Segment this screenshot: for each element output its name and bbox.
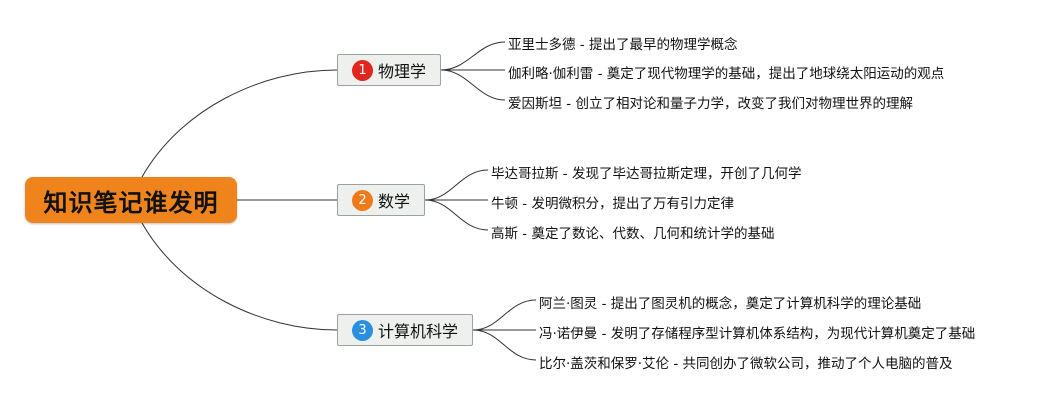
topic-math-label: 数学: [378, 192, 411, 211]
number-badge-3: 3: [352, 319, 373, 341]
topic-physics[interactable]: 1 物理学: [337, 54, 441, 86]
leaf-physics-3[interactable]: 爱因斯坦 - 创立了相对论和量子力学，改变了我们对物理世界的理解: [508, 96, 913, 112]
central-topic[interactable]: 知识笔记谁发明: [25, 177, 237, 223]
topic-physics-label: 物理学: [378, 62, 427, 81]
leaf-math-2[interactable]: 牛顿 - 发明微积分，提出了万有引力定律: [491, 196, 734, 212]
leaf-cs-2[interactable]: 冯·诺伊曼 - 发明了存储程序型计算机体系结构，为现代计算机奠定了基础: [539, 326, 976, 342]
connector-root-cs: [141, 222, 338, 331]
connector-physics-3: [440, 69, 506, 101]
leaf-physics-2[interactable]: 伽利略·伽利雷 - 奠定了现代物理学的基础，提出了地球绕太阳运动的观点: [508, 66, 945, 82]
connector-physics-1: [440, 41, 506, 71]
leaf-physics-1[interactable]: 亚里士多德 - 提出了最早的物理学概念: [508, 37, 738, 53]
number-badge-1: 1: [352, 59, 373, 81]
connector-math-1: [424, 169, 489, 201]
connector-cs-3: [472, 329, 537, 361]
leaf-cs-3[interactable]: 比尔·盖茨和保罗·艾伦 - 共同创办了微软公司，推动了个人电脑的普及: [539, 356, 953, 372]
topic-computer-science-label: 计算机科学: [378, 322, 459, 341]
topic-computer-science[interactable]: 3 计算机科学: [337, 314, 473, 346]
leaf-cs-1[interactable]: 阿兰·图灵 - 提出了图灵机的概念，奠定了计算机科学的理论基础: [539, 296, 922, 312]
central-topic-label: 知识笔记谁发明: [43, 188, 219, 217]
number-badge-2: 2: [352, 189, 373, 211]
connector-math-3: [424, 199, 489, 231]
connector-cs-1: [472, 299, 537, 331]
leaf-math-3[interactable]: 高斯 - 奠定了数论、代数、几何和统计学的基础: [491, 226, 775, 242]
topic-math[interactable]: 2 数学: [337, 184, 425, 216]
leaf-math-1[interactable]: 毕达哥拉斯 - 发现了毕达哥拉斯定理，开创了几何学: [491, 166, 802, 182]
connector-root-physics: [141, 69, 338, 178]
